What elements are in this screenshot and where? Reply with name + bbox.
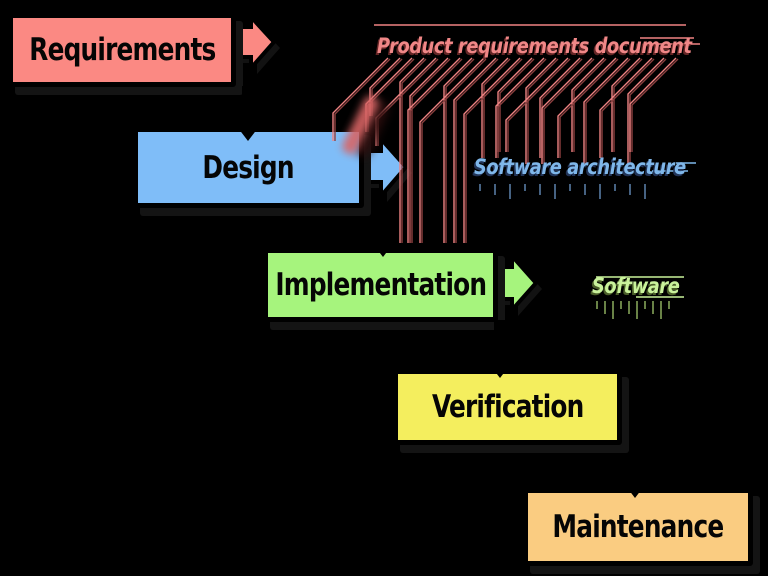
implementation-arrow-right-icon xyxy=(490,250,542,316)
step-verification-label: Verification xyxy=(431,389,584,425)
step-verification: Verification xyxy=(393,369,622,445)
step-design: Design xyxy=(133,127,364,208)
output-label-product-requirements-document: Product requirements document xyxy=(377,34,692,58)
step-design-label: Design xyxy=(202,149,295,186)
step-maintenance: Maintenance xyxy=(523,488,753,566)
step-implementation-label: Implementation xyxy=(275,267,487,303)
step-requirements: Requirements xyxy=(8,13,236,87)
requirements-arrow-right-icon xyxy=(230,11,280,74)
output-label-software-architecture: Software architecture xyxy=(474,155,686,179)
step-implementation: Implementation xyxy=(263,248,498,322)
step-requirements-label: Requirements xyxy=(28,32,216,68)
output-label-software: Software xyxy=(592,274,680,298)
step-maintenance-label: Maintenance xyxy=(552,509,724,545)
